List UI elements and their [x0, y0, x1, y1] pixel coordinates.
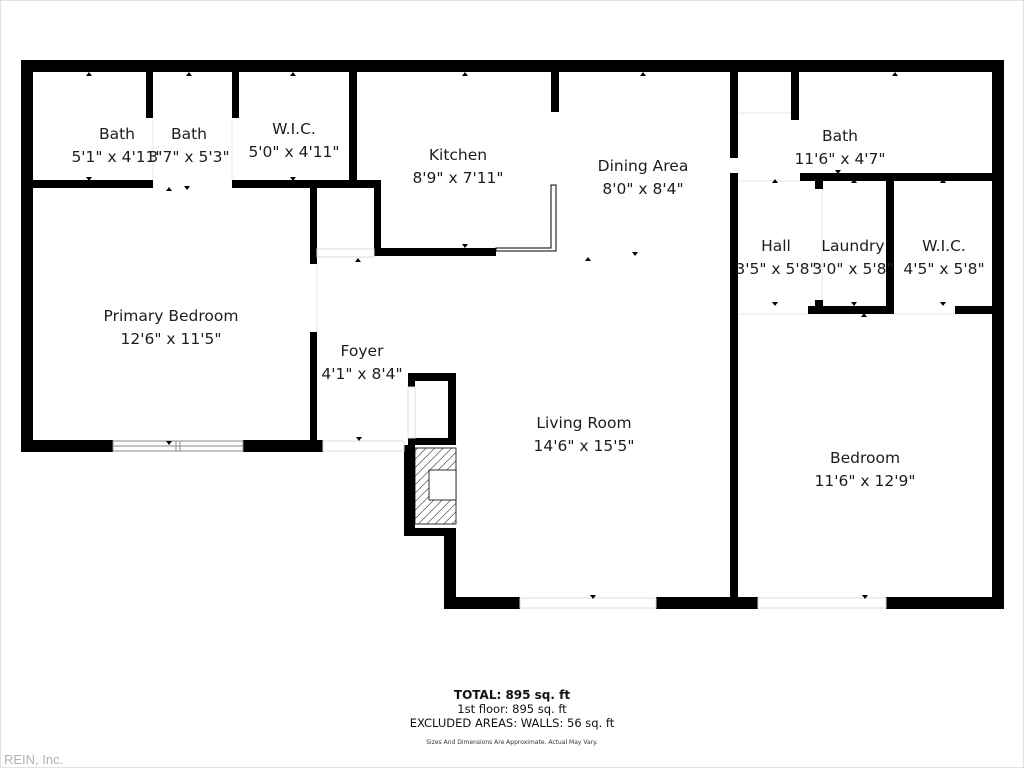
- area-summary: TOTAL: 895 sq. ft 1st floor: 895 sq. ft …: [0, 688, 1024, 750]
- room-foyer: Foyer 4'1" x 8'4": [321, 340, 402, 386]
- room-dimensions: 5'1" x 4'11": [71, 148, 163, 166]
- room-name: Laundry: [821, 237, 885, 255]
- room-name: Bedroom: [829, 449, 901, 467]
- room-dining-area: Dining Area 8'0" x 8'4": [598, 155, 689, 201]
- room-name: Bath: [170, 125, 208, 143]
- room-dimensions: 3'7" x 5'3": [148, 148, 230, 166]
- room-dimensions: 3'5" x 5'8": [735, 260, 817, 278]
- room-dimensions: 5'0" x 4'11": [248, 143, 340, 161]
- room-name: Bath: [98, 125, 136, 143]
- room-name: Living Room: [536, 414, 632, 432]
- room-bath-1: Bath 5'1" x 4'11": [71, 123, 162, 169]
- room-dimensions: 12'6" x 11'5": [120, 330, 222, 348]
- disclaimer: Sizes And Dimensions Are Approximate. Ac…: [426, 739, 598, 746]
- room-kitchen: Kitchen 8'9" x 7'11": [412, 144, 503, 190]
- room-name: Dining Area: [597, 157, 689, 175]
- room-bedroom: Bedroom 11'6" x 12'9": [815, 447, 916, 493]
- credit-watermark: REIN, Inc.: [4, 752, 64, 767]
- room-living-room: Living Room 14'6" x 15'5": [534, 412, 635, 458]
- floor-area: 1st floor: 895 sq. ft: [457, 702, 567, 716]
- walls: [21, 60, 1004, 609]
- total-area: TOTAL: 895 sq. ft: [453, 688, 571, 702]
- room-wic-2: W.I.C. 4'5" x 5'8": [903, 235, 984, 281]
- room-name: W.I.C.: [272, 120, 316, 138]
- room-dimensions: 8'9" x 7'11": [412, 169, 504, 187]
- windows: [112, 248, 887, 609]
- room-name: Kitchen: [428, 146, 488, 164]
- room-dimensions: 3'0" x 5'8": [812, 260, 894, 278]
- room-dimensions: 11'6" x 12'9": [814, 472, 916, 490]
- room-name: Hall: [761, 237, 791, 255]
- room-primary-bedroom: Primary Bedroom 12'6" x 11'5": [104, 305, 239, 351]
- dimension-markers: [86, 72, 946, 599]
- room-dimensions: 14'6" x 15'5": [533, 437, 635, 455]
- room-name: Foyer: [340, 342, 384, 360]
- room-name: Bath: [821, 127, 859, 145]
- room-hall: Hall 3'5" x 5'8": [735, 235, 816, 281]
- room-laundry: Laundry 3'0" x 5'8": [812, 235, 893, 281]
- room-name: Primary Bedroom: [103, 307, 239, 325]
- room-dimensions: 4'1" x 8'4": [321, 365, 403, 383]
- room-bath-3: Bath 11'6" x 4'7": [794, 125, 885, 171]
- excluded-area: EXCLUDED AREAS: WALLS: 56 sq. ft: [409, 716, 615, 730]
- room-dimensions: 11'6" x 4'7": [794, 150, 886, 168]
- room-dimensions: 4'5" x 5'8": [903, 260, 985, 278]
- room-wic-1: W.I.C. 5'0" x 4'11": [248, 118, 339, 164]
- room-bath-2: Bath 3'7" x 5'3": [148, 123, 229, 169]
- room-name: W.I.C.: [922, 237, 966, 255]
- room-dimensions: 8'0" x 8'4": [602, 180, 684, 198]
